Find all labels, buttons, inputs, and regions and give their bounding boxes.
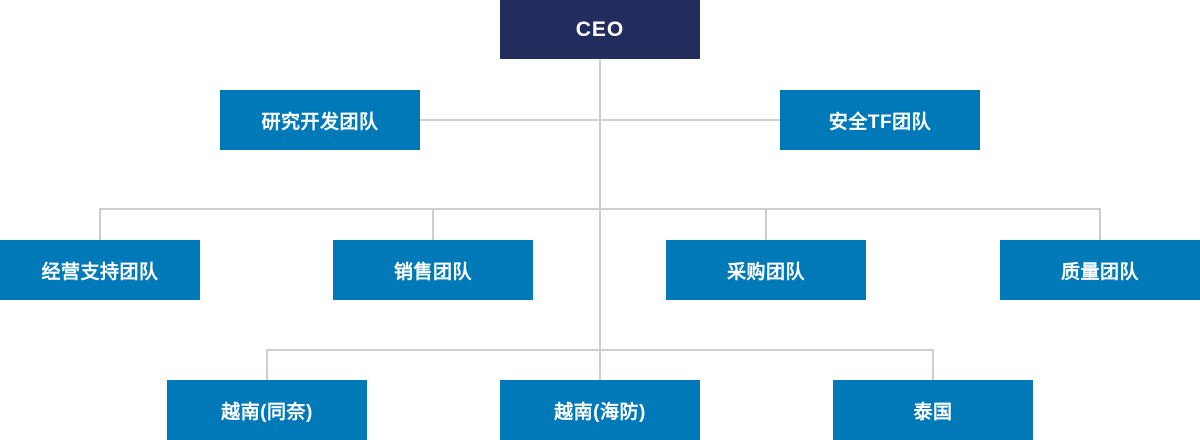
org-node-vietnam-dongnai: 越南(同奈): [167, 380, 367, 440]
connector-level3-stub-2: [432, 208, 434, 240]
org-node-safety-tf-team: 安全TF团队: [780, 90, 980, 150]
connector-level3-stub-4: [1099, 208, 1101, 240]
connector-level3-bar: [99, 208, 1101, 210]
connector-level3-stub-3: [765, 208, 767, 240]
connector-level3-stub-1: [99, 208, 101, 240]
org-node-purchasing-team: 采购团队: [666, 240, 866, 300]
org-node-rnd-team: 研究开发团队: [220, 90, 420, 150]
org-node-ceo: CEO: [500, 0, 700, 59]
connector-level4-stub-3: [932, 349, 934, 380]
org-node-vietnam-haiphong: 越南(海防): [500, 380, 700, 440]
org-node-thailand: 泰国: [833, 380, 1033, 440]
org-node-sales-team: 销售团队: [333, 240, 533, 300]
connector-level4-stub-1: [266, 349, 268, 380]
connector-level2-bar: [420, 119, 780, 121]
connector-ceo-trunk: [599, 59, 601, 351]
connector-level4-stub-2: [599, 349, 601, 380]
org-node-mgmt-support-team: 经营支持团队: [0, 240, 200, 300]
org-node-quality-team: 质量团队: [1000, 240, 1200, 300]
